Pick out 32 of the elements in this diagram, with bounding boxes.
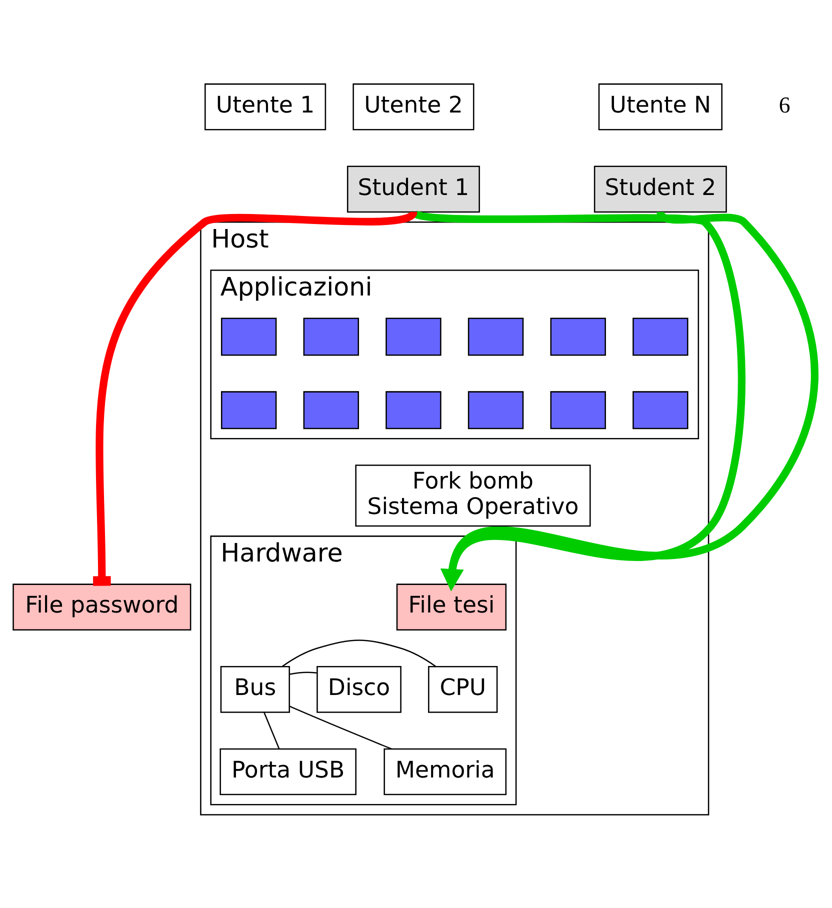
node-box [386, 317, 442, 356]
connector [290, 671, 317, 674]
connector [282, 639, 436, 666]
node-box: Utente 1 [204, 82, 326, 130]
node-box: File password [12, 583, 192, 630]
node-box: Utente 2 [352, 82, 474, 130]
connector [290, 705, 392, 749]
node-box [386, 390, 442, 429]
node-box: Memoria [384, 748, 507, 795]
connector [93, 209, 416, 586]
node-box: Utente N [598, 82, 722, 130]
node-box: Fork bomb Sistema Operativo [355, 464, 591, 526]
label: 6 [778, 92, 790, 117]
node-box [303, 317, 359, 356]
node-box [550, 390, 606, 429]
node-box [550, 317, 606, 356]
node-box: Student 2 [594, 165, 727, 212]
node-box [632, 317, 688, 356]
node-box [303, 390, 359, 429]
node-box [632, 390, 688, 429]
node-box: Disco [316, 666, 402, 712]
node-box: Porta USB [220, 748, 356, 795]
node-box [468, 390, 524, 429]
node-box [220, 390, 277, 429]
node-box [220, 317, 277, 356]
node-box [468, 317, 524, 356]
node-box: Bus [220, 666, 290, 712]
connector [264, 712, 280, 748]
node-box: File tesi [396, 583, 507, 630]
node-box: CPU [428, 666, 498, 712]
node-box: Student 1 [346, 165, 480, 212]
cluster: Applicazioni [210, 269, 700, 439]
